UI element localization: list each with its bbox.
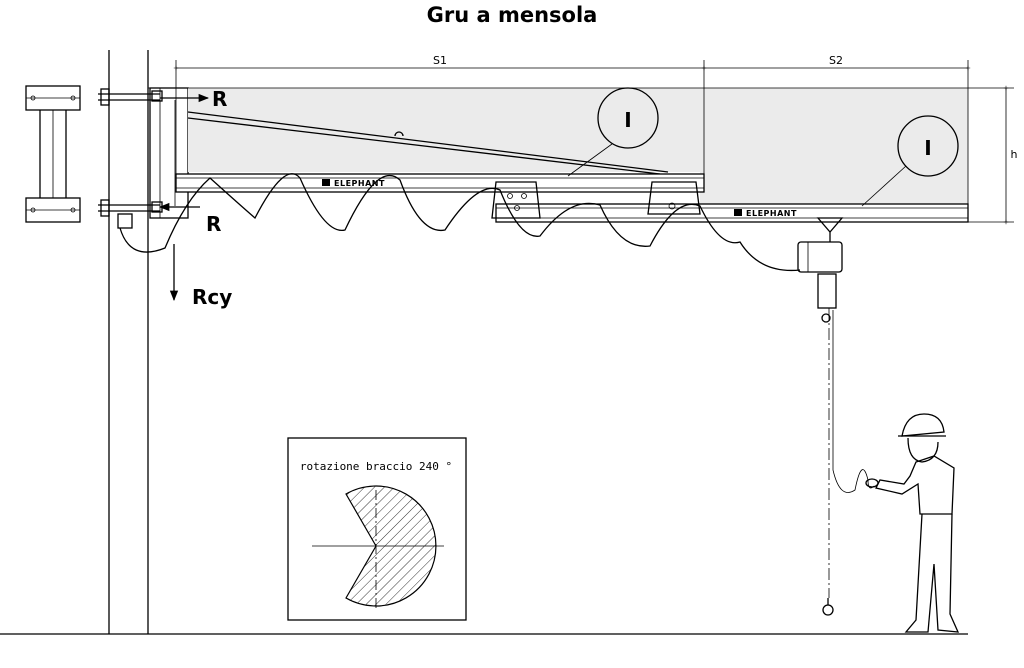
wall-bracket: [149, 87, 189, 219]
dimension-s1: S1: [433, 54, 447, 67]
electric-hoist: [797, 217, 844, 616]
support-column: [108, 50, 149, 634]
working-envelope: [188, 88, 968, 222]
rotation-label: rotazione braccio 240 °: [300, 460, 452, 473]
profile-symbol-arm: I: [624, 108, 631, 132]
primary-arm: [175, 173, 705, 193]
dimension-s2: S2: [829, 54, 843, 67]
anchor-bolts: [98, 88, 160, 217]
trolley-1: [491, 181, 541, 219]
brand-label-jib: ELEPHANT: [746, 209, 797, 218]
tie-rod: [187, 111, 669, 175]
brand-plate-arm: ELEPHANT: [322, 179, 385, 188]
brand-label-arm: ELEPHANT: [334, 179, 385, 188]
dimension-h: h: [1011, 148, 1018, 161]
profile-symbol-jib: I: [924, 136, 931, 160]
force-label-rcy: Rcy: [192, 285, 232, 309]
festoon-cable: [119, 173, 801, 272]
rotation-inset: rotazione braccio 240 °: [287, 437, 467, 621]
profile-callout-jib: I: [861, 115, 959, 207]
profile-callout-arm: I: [567, 87, 659, 177]
cable-junction-box: [117, 213, 133, 229]
dimension-lines: [173, 60, 1014, 225]
operator-figure: [865, 413, 960, 633]
secondary-jib: [495, 203, 969, 223]
trolley-2: [647, 181, 701, 215]
force-label-r-top: R: [212, 87, 227, 111]
brand-plate-jib: ELEPHANT: [734, 209, 797, 218]
pendant-control-cable: [832, 310, 875, 493]
bracket-side-view: [25, 85, 81, 223]
force-label-r-bottom: R: [206, 212, 221, 236]
diagram-title: Gru a mensola: [427, 3, 598, 27]
